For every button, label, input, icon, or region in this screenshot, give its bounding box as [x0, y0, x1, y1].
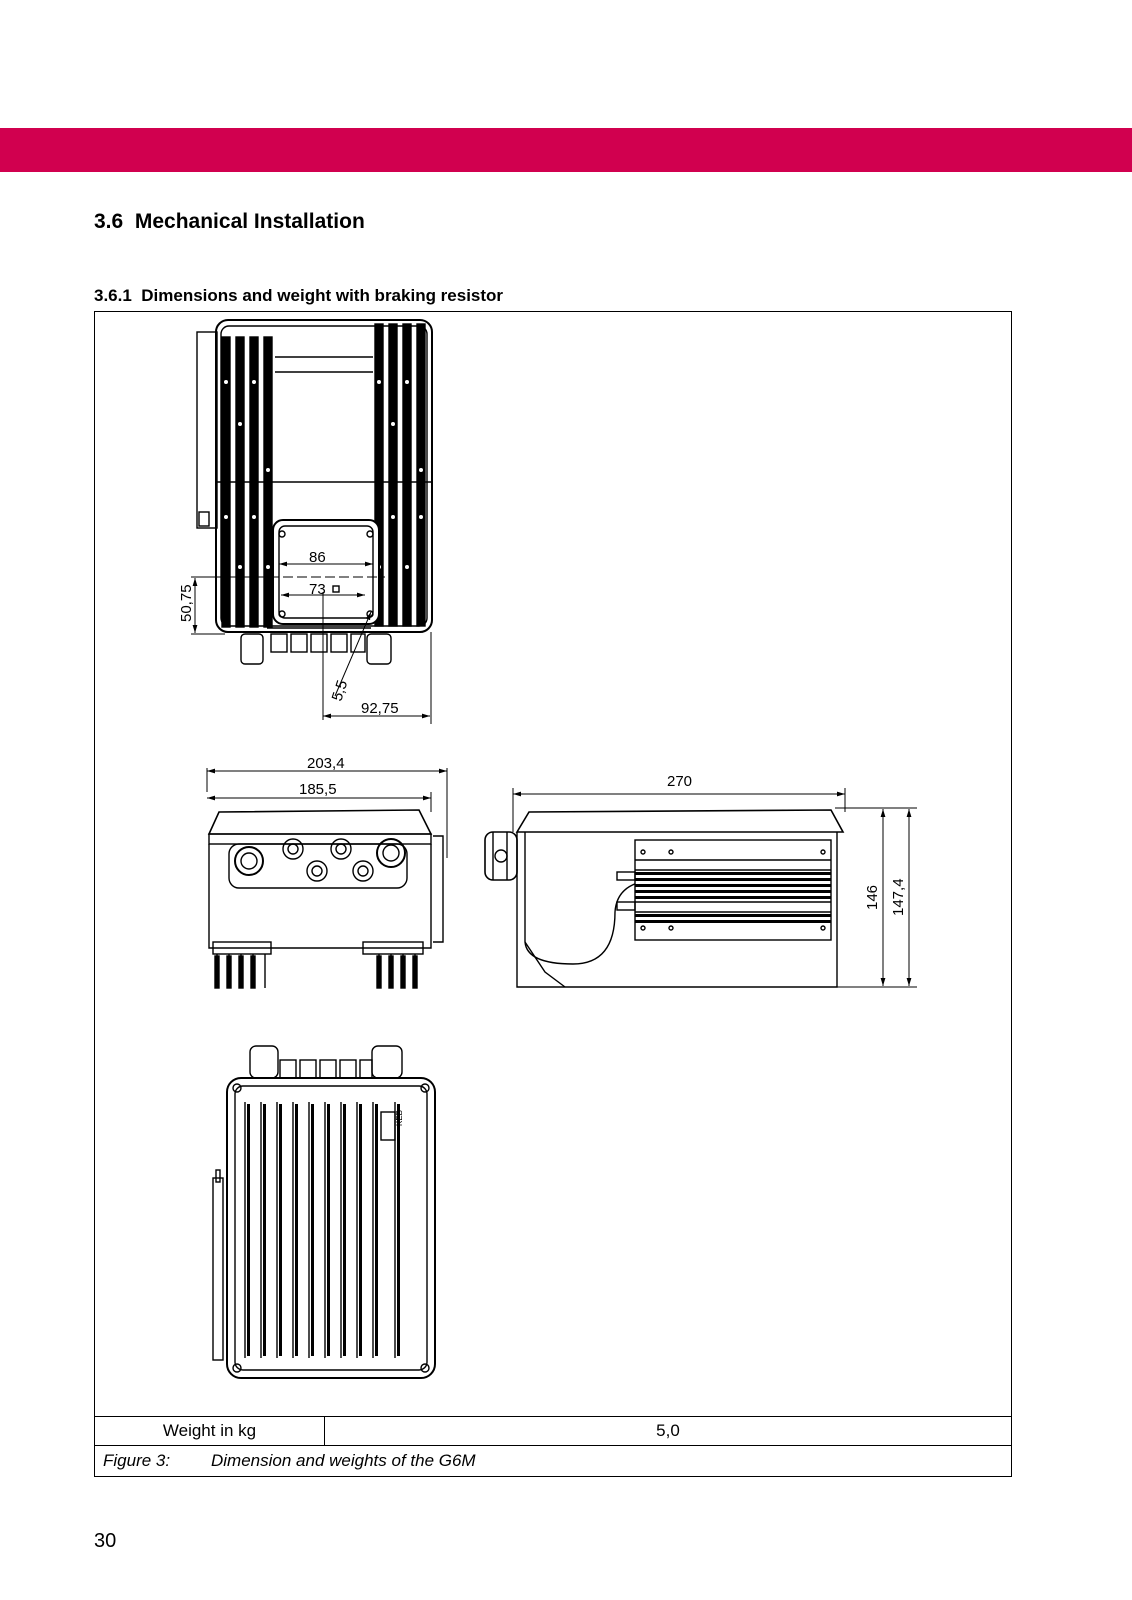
front-view — [206, 768, 448, 989]
dim-50-75: 50,75 — [178, 584, 195, 622]
dim-5-5: 5,5 — [329, 678, 352, 703]
dim-86: 86 — [309, 549, 326, 566]
dim-203-4: 203,4 — [307, 755, 345, 772]
dim-185-5: 185,5 — [299, 781, 337, 798]
dim-147-4: 147,4 — [890, 878, 907, 916]
subsection-number: 3.6.1 — [94, 286, 132, 305]
figure-caption-row: Figure 3: Dimension and weights of the G… — [95, 1445, 1011, 1476]
figure-caption: Dimension and weights of the G6M — [211, 1451, 476, 1470]
dim-270: 270 — [667, 773, 692, 790]
dim-92-75: 92,75 — [361, 700, 399, 717]
header-band — [0, 128, 1132, 172]
keb-logo-box — [380, 1111, 396, 1141]
weight-value: 5,0 — [656, 1421, 680, 1440]
section-heading: 3.6 Mechanical Installation — [94, 210, 365, 234]
subsection-heading: 3.6.1 Dimensions and weight with braking… — [94, 286, 503, 306]
weight-label: Weight in kg — [95, 1417, 325, 1445]
side-view — [484, 788, 917, 988]
section-number: 3.6 — [94, 210, 124, 233]
top-view — [191, 319, 433, 724]
dim-146: 146 — [864, 885, 881, 910]
weight-row: Weight in kg 5,0 — [95, 1416, 1011, 1445]
section-title: Mechanical Installation — [134, 210, 365, 233]
bottom-view — [212, 1045, 436, 1379]
figure-frame: 86 73 50,75 5,5 92,75 203,4 185,5 270 14… — [94, 311, 1012, 1477]
technical-drawing: 86 73 50,75 5,5 92,75 203,4 185,5 270 14… — [178, 319, 917, 1379]
subsection-title: Dimensions and weight with braking resis… — [141, 286, 504, 305]
page-number: 30 — [94, 1530, 117, 1552]
braking-resistor-side — [196, 331, 218, 529]
figure-label: Figure 3: — [103, 1451, 171, 1470]
dim-73: 73 — [309, 581, 326, 598]
keb-logo: KEB — [395, 1110, 404, 1126]
